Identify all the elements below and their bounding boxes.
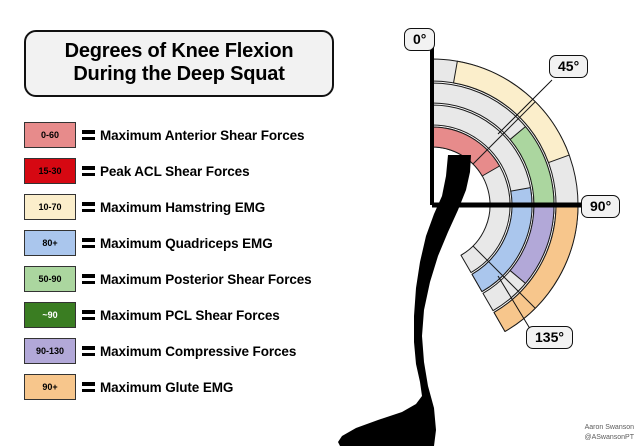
legend-swatch: 15-30 — [24, 158, 76, 184]
angle-label-45: 45° — [549, 55, 589, 78]
equals-icon — [82, 202, 95, 212]
legend-label: Maximum Anterior Shear Forces — [100, 127, 305, 143]
arc-segment — [453, 60, 570, 164]
legend-range: ~90 — [42, 309, 58, 320]
angle-label-0: 0° — [404, 28, 436, 51]
legend-range: 90+ — [42, 381, 58, 392]
legend-row: 10-70 Maximum Hamstring EMG — [24, 190, 384, 224]
leader-line-45deg — [497, 79, 553, 135]
page-title: Degrees of Knee Flexion During the Deep … — [24, 30, 334, 98]
legend-label: Maximum Glute EMG — [100, 379, 234, 395]
legend-label: Maximum Posterior Shear Forces — [100, 271, 312, 287]
attribution-handle: @ASwansonPT — [584, 433, 634, 441]
legend-range: 90-130 — [35, 345, 65, 356]
attribution: Aaron Swanson @ASwansonPT — [584, 423, 634, 442]
legend-swatch: ~90 — [24, 302, 76, 328]
equals-icon — [82, 274, 95, 284]
legend-swatch: 0-60 — [24, 122, 76, 148]
equals-icon — [82, 310, 95, 320]
legend-label: Maximum Quadriceps EMG — [100, 235, 273, 251]
arc-segment — [431, 126, 501, 177]
legend-label: Peak ACL Shear Forces — [100, 163, 250, 179]
leader-line-135deg — [497, 275, 533, 333]
legend-range: 80+ — [42, 237, 58, 248]
legend-swatch: 80+ — [24, 230, 76, 256]
angle-tick-45 — [472, 101, 536, 165]
equals-icon — [82, 238, 95, 248]
legend-range: 50-90 — [38, 273, 62, 284]
arc-segment — [509, 204, 555, 284]
legend-row: 90-130 Maximum Compressive Forces — [24, 334, 384, 368]
arc-segment — [493, 204, 579, 332]
legend-row: 50-90 Maximum Posterior Shear Forces — [24, 262, 384, 296]
legend-label: Maximum Compressive Forces — [100, 343, 297, 359]
equals-icon — [82, 346, 95, 356]
arc-segment — [471, 187, 533, 293]
legend-label: Maximum Hamstring EMG — [100, 199, 266, 215]
equals-icon — [82, 166, 95, 176]
equals-icon — [82, 130, 95, 140]
angle-label-90: 90° — [581, 195, 621, 218]
legend: 0-60 Maximum Anterior Shear Forces 15-30 Pe… — [24, 118, 384, 406]
legend-swatch: 90+ — [24, 374, 76, 400]
legend-row: 0-60 Maximum Anterior Shear Forces — [24, 118, 384, 152]
title-line-2: During the Deep Squat — [73, 63, 285, 86]
legend-swatch: 10-70 — [24, 194, 76, 220]
legend-swatch: 90-130 — [24, 338, 76, 364]
legend-range: 10-70 — [38, 201, 62, 212]
angle-label-135: 135° — [526, 326, 573, 349]
title-line-1: Degrees of Knee Flexion — [64, 40, 294, 62]
legend-row: 15-30 Peak ACL Shear Forces — [24, 154, 384, 188]
equals-icon — [82, 382, 95, 392]
legend-row: 90+ Maximum Glute EMG — [24, 370, 384, 404]
attribution-name: Aaron Swanson — [584, 424, 634, 432]
angle-tick-135 — [472, 245, 536, 309]
legend-swatch: 50-90 — [24, 266, 76, 292]
legend-range: 0-60 — [40, 129, 59, 140]
leg-silhouette — [338, 155, 471, 446]
legend-label: Maximum PCL Shear Forces — [100, 307, 280, 323]
arc-rings — [431, 58, 579, 332]
knee-flexion-polar-diagram — [330, 0, 640, 447]
legend-row: ~90 Maximum PCL Shear Forces — [24, 298, 384, 332]
legend-row: 80+ Maximum Quadriceps EMG — [24, 226, 384, 260]
legend-range: 15-30 — [38, 165, 62, 176]
